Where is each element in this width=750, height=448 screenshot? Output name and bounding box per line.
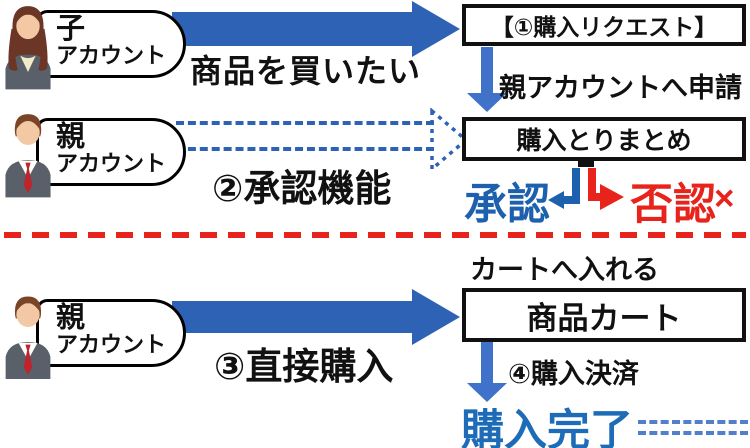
request-arrow-body xyxy=(172,12,412,46)
approve-deny-branch-arrows xyxy=(548,168,624,210)
apply-down-arrow-body xyxy=(481,47,493,94)
approve-branch-arrow xyxy=(562,168,580,204)
product-cart-box-label: 商品カート xyxy=(526,300,682,336)
businessman-icon xyxy=(5,296,51,379)
direct-purchase-arrow-head xyxy=(412,289,460,345)
request-arrow-head xyxy=(412,1,460,57)
payment-label: ④購入決済 xyxy=(508,359,639,389)
direct-purchase-label: ③直接購入 xyxy=(214,346,394,387)
account-name: 子 xyxy=(56,13,86,45)
purchase-request-box: 【①購入リクエスト】 xyxy=(462,4,746,46)
product-cart-box: 商品カート xyxy=(462,288,746,342)
payment-down-arrow-head xyxy=(467,383,507,402)
account-name: 親 xyxy=(56,121,86,153)
decorative-dashed-line xyxy=(638,420,748,424)
direct-purchase-arrow-body xyxy=(172,301,412,333)
purchase-summary-box: 購入とりまとめ xyxy=(462,117,746,161)
child-account-label-bubble: 子 アカウント xyxy=(36,10,186,78)
add-to-cart-label: カートへ入れる xyxy=(470,255,659,285)
approval-dashed-arrow-bottom-line xyxy=(176,147,434,151)
parent-account-label-bubble-2: 親 アカウント xyxy=(36,299,186,367)
approval-dashed-arrow-top-line xyxy=(176,121,434,125)
approve-label: 承認 xyxy=(464,181,550,229)
purchase-complete-label: 購入完了 xyxy=(461,407,633,448)
apply-down-arrow-head xyxy=(467,93,507,112)
purchase-summary-box-label: 購入とりまとめ xyxy=(516,127,692,155)
approval-function-label: ②承認機能 xyxy=(212,168,392,209)
deny-branch-arrow xyxy=(588,168,602,201)
businesswoman-icon xyxy=(5,6,51,90)
account-type: アカウント xyxy=(56,43,167,69)
deny-label: 否認 xyxy=(630,181,716,229)
approval-dashed-arrow-head xyxy=(430,108,469,172)
businessman-icon xyxy=(5,114,51,198)
purchase-request-box-label: 【①購入リクエスト】 xyxy=(490,14,718,40)
deny-x-mark: × xyxy=(714,179,735,218)
parent-account-label-bubble: 親 アカウント xyxy=(36,118,186,186)
request-arrow-label: 商品を買いたい xyxy=(190,53,422,89)
payment-down-arrow-body xyxy=(481,342,493,384)
account-type: アカウント xyxy=(56,151,167,177)
section-divider-dashed-line xyxy=(4,232,746,238)
decorative-dashed-line xyxy=(638,431,748,435)
account-name: 親 xyxy=(56,302,86,334)
branch-connector xyxy=(578,157,594,167)
apply-label: 親アカウントへ申請 xyxy=(499,73,742,103)
account-type: アカウント xyxy=(56,332,167,358)
